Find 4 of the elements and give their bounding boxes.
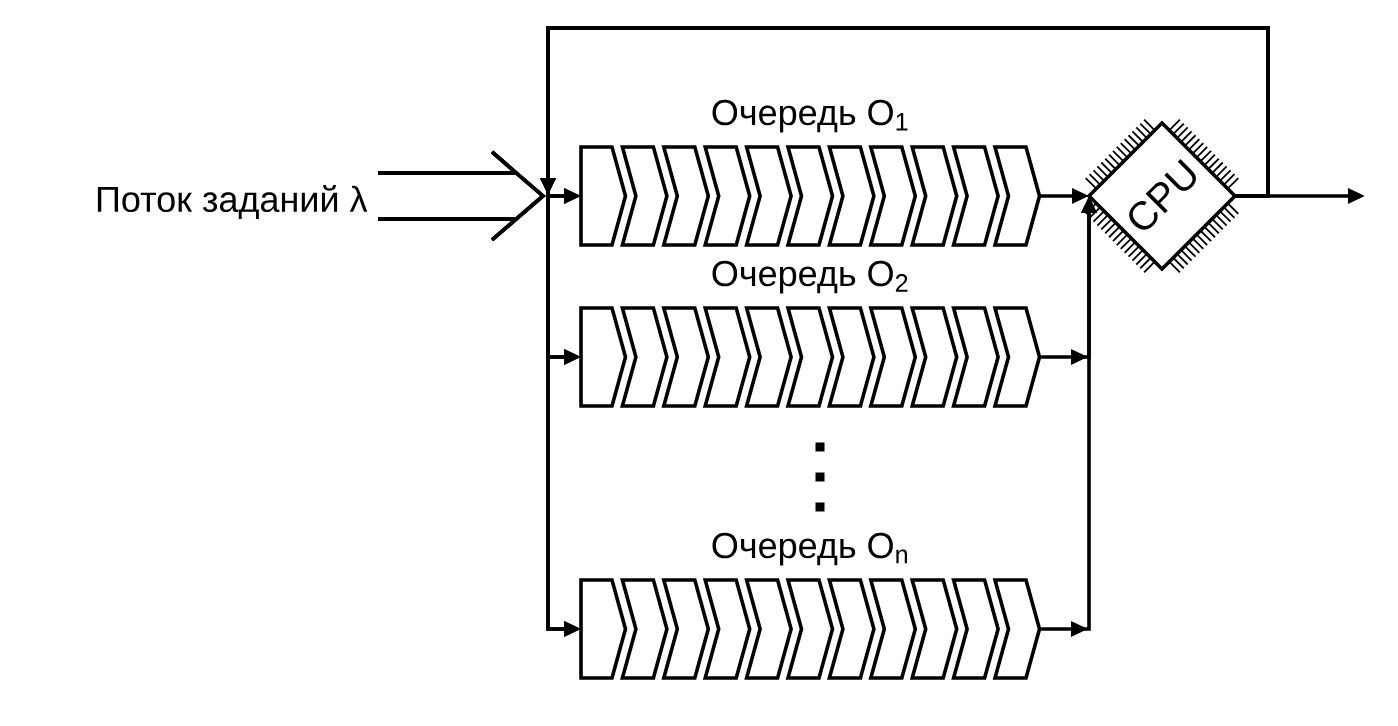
queue-label: Очередь О$_{2}$ [712, 260, 908, 294]
input-label: Поток заданий λ [97, 185, 368, 219]
queue-label: Очередь О$_{n}$ [712, 532, 907, 566]
queue-label: Очередь О$_{1}$ [712, 99, 908, 133]
